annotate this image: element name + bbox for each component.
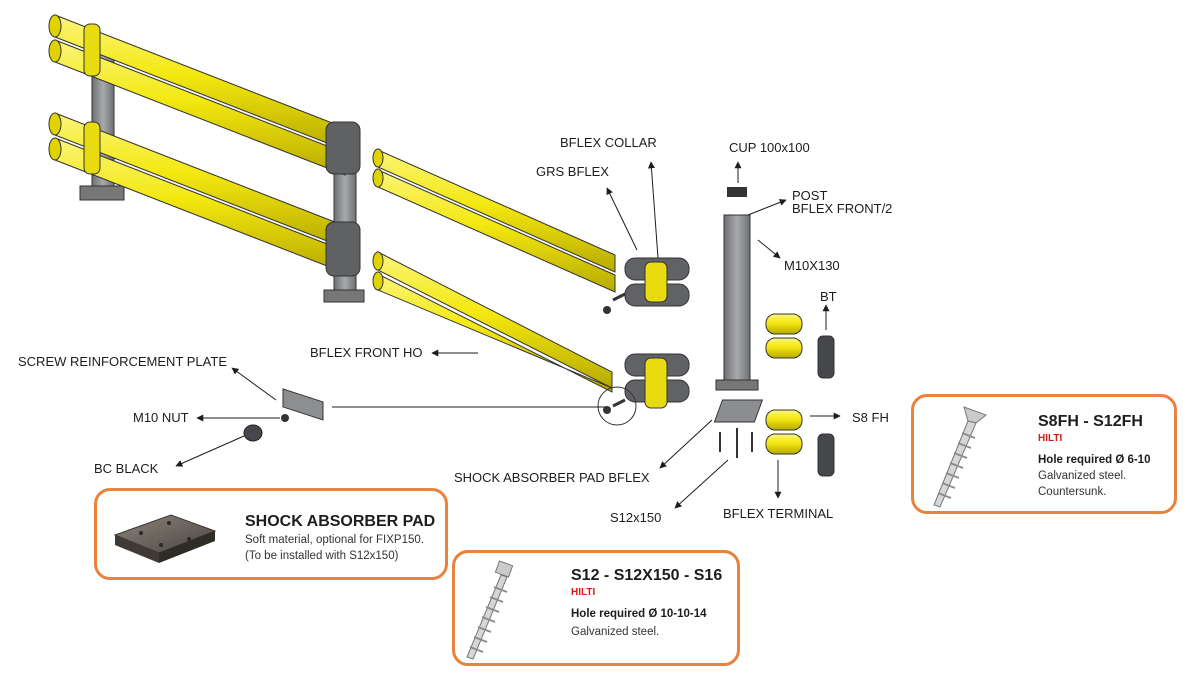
s8fh-brand: HILTI xyxy=(1038,433,1063,444)
label-bt: BT xyxy=(820,289,837,304)
label-bflex-terminal: BFLEX TERMINAL xyxy=(723,506,833,521)
s12-desc: Galvanized steel. xyxy=(571,626,660,638)
left-post-base xyxy=(79,185,125,201)
s8fh-hole: Hole required Ø 6-10 xyxy=(1038,454,1151,466)
shock-pad-title: SHOCK ABSORBER PAD xyxy=(245,513,436,530)
m10-nut-part xyxy=(281,414,289,422)
label-s12x150: S12x150 xyxy=(610,510,661,525)
label-post: POST xyxy=(792,188,827,203)
s8fh-screw-image xyxy=(933,406,988,508)
shock-pad-image xyxy=(113,514,217,563)
middle-post-base xyxy=(323,289,365,303)
shock-pad-line2: (To be installed with S12x150) xyxy=(245,550,399,562)
label-m10x130: M10X130 xyxy=(784,258,840,273)
shock-pad-card: SHOCK ABSORBER PAD Soft material, option… xyxy=(94,488,448,580)
shock-pad-line1: Soft material, optional for FIXP150. xyxy=(245,534,424,546)
s8fh-title: S8FH - S12FH xyxy=(1038,413,1143,430)
label-screw-reinforcement-plate: SCREW REINFORCEMENT PLATE xyxy=(18,354,227,369)
label-bflex-collar: BFLEX COLLAR xyxy=(560,135,657,150)
label-post-model: BFLEX FRONT/2 xyxy=(792,201,892,216)
s8fh-desc2: Countersunk. xyxy=(1038,486,1107,498)
label-cup: CUP 100x100 xyxy=(729,140,810,155)
small-parts xyxy=(243,388,324,442)
label-grs-bflex: GRS BFLEX xyxy=(536,164,609,179)
collar xyxy=(325,221,361,277)
collar xyxy=(83,121,101,175)
leader-lines xyxy=(175,161,841,509)
post-assembly xyxy=(713,187,764,458)
label-bc-black: BC BLACK xyxy=(94,461,159,476)
shock-absorber-pad-part xyxy=(713,399,764,423)
s12-anchor-card: S12 - S12X150 - S16 HILTI Hole required … xyxy=(452,550,740,666)
collar xyxy=(325,121,361,175)
bc-black-part xyxy=(243,424,263,442)
s12-hole: Hole required Ø 10-10-14 xyxy=(571,608,707,620)
detail-circle xyxy=(597,386,637,426)
terminal-assembly xyxy=(765,313,835,477)
s8fh-anchor-card: S8FH - S12FH HILTI Hole required Ø 6-10 … xyxy=(911,394,1177,514)
assembled-barrier xyxy=(48,14,365,303)
label-bflex-front-ho: BFLEX FRONT HO xyxy=(310,345,422,360)
s12-screw-image xyxy=(466,560,514,660)
s12-brand: HILTI xyxy=(571,587,596,598)
post-bflex xyxy=(723,214,751,386)
screw-reinforcement-plate-part xyxy=(282,388,324,421)
label-shock-absorber-pad-bflex: SHOCK ABSORBER PAD BFLEX xyxy=(454,470,650,485)
s8fh-desc1: Galvanized steel. xyxy=(1038,470,1127,482)
s12-title: S12 - S12X150 - S16 xyxy=(571,567,723,584)
collar xyxy=(83,23,101,77)
label-m10-nut: M10 NUT xyxy=(133,410,189,425)
cup-plate xyxy=(727,187,747,197)
rail-front-ho xyxy=(377,273,613,393)
collar-assembly xyxy=(597,257,690,426)
label-s8fh: S8 FH xyxy=(852,410,889,425)
exploded-rails xyxy=(372,148,616,393)
